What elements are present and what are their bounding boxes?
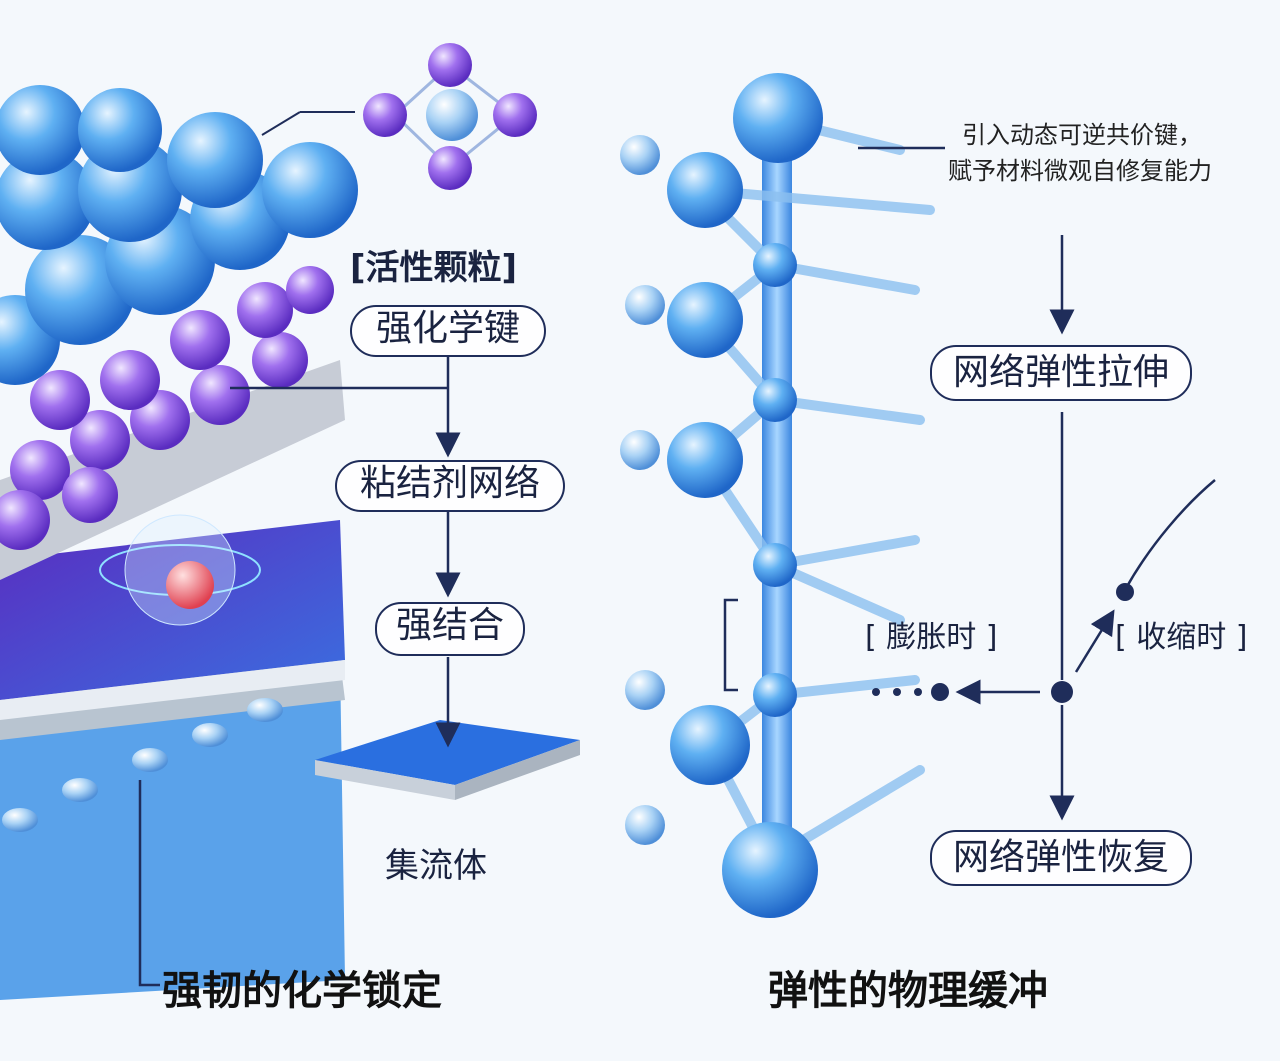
- polymer-chain: [620, 73, 935, 918]
- dots: [872, 583, 1134, 703]
- atom-icon: [99, 514, 261, 626]
- right-flow-lines: [723, 146, 1216, 821]
- note-line-1: 引入动态可逆共价键，: [962, 121, 1202, 149]
- label-strong-bonding: 强结合: [375, 602, 525, 656]
- label-contract: [ 收缩时 ]: [1115, 620, 1248, 655]
- purple-particles: [0, 266, 334, 550]
- right-title: 弹性的物理缓冲: [768, 968, 1048, 1014]
- label-current-collector: 集流体: [385, 846, 487, 886]
- left-flow-lines: [138, 357, 461, 987]
- separator-beads: [2, 698, 283, 832]
- label-network-stretch: 网络弹性拉伸: [930, 345, 1192, 401]
- label-active-particles: [活性颗粒]: [350, 248, 518, 288]
- electrode-stack: [0, 360, 345, 1000]
- blue-particles: [0, 85, 358, 385]
- left-title: 强韧的化学锁定: [162, 968, 442, 1014]
- label-strengthen-bond: 强化学键: [350, 305, 546, 357]
- label-network-recover: 网络弹性恢复: [930, 830, 1192, 886]
- note-line-2: 赋予材料微观自修复能力: [948, 157, 1212, 185]
- label-expand: [ 膨胀时 ]: [865, 620, 998, 655]
- label-binder-network: 粘结剂网络: [335, 460, 565, 512]
- current-collector-block: [315, 720, 580, 800]
- molecule-icon: [261, 43, 537, 190]
